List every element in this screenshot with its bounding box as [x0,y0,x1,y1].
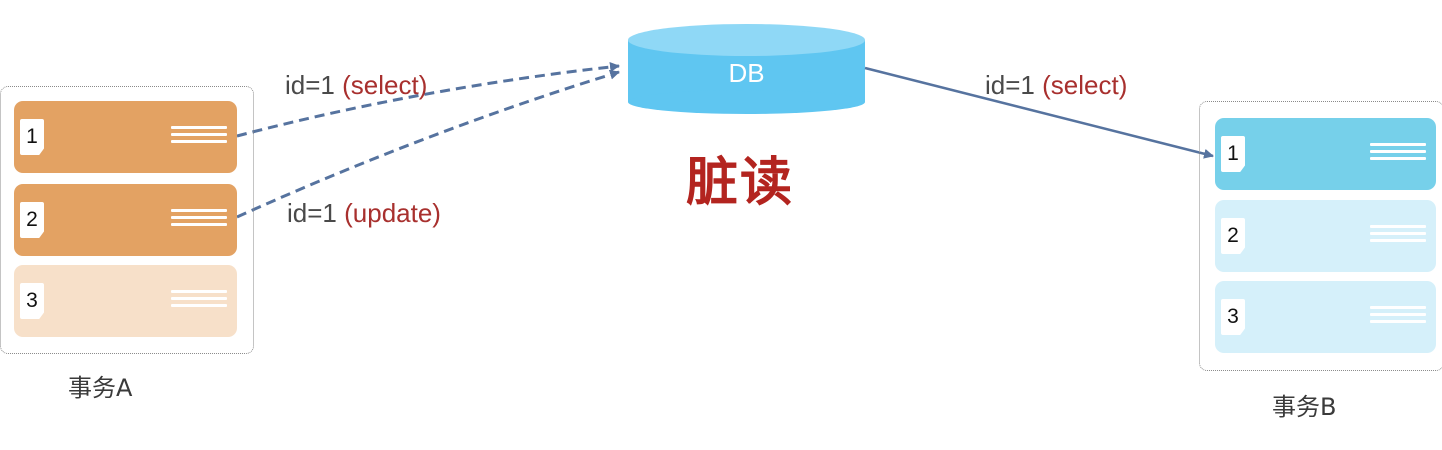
edge-operation-text: (select) [342,70,428,100]
edge-operation-text: (select) [1042,70,1128,100]
transaction-a-row-1: 1 [14,101,237,173]
lines-icon [171,126,227,148]
edge-key-text: id=1 [985,70,1035,100]
lines-icon [171,290,227,312]
transaction-b-row-3: 3 [1215,281,1436,353]
lines-icon [1370,143,1426,165]
lines-icon [1370,306,1426,328]
row-number-badge: 2 [20,202,44,238]
transaction-a-row-3: 3 [14,265,237,337]
edge-key-text: id=1 [287,198,337,228]
row-number-badge: 1 [20,119,44,155]
edge-key-text: id=1 [285,70,335,100]
edge-operation-text: (update) [344,198,441,228]
transaction-a-row-2: 2 [14,184,237,256]
transaction-b-box [1199,101,1442,371]
lines-icon [1370,225,1426,247]
row-number-badge: 3 [20,283,44,319]
transaction-a-box [0,86,254,354]
row-number-badge: 2 [1221,218,1245,254]
edge-label-select-b: id=1 (select) [985,70,1127,101]
database-label: DB [728,58,765,88]
transaction-a-label: 事务A [68,374,133,402]
transaction-b-row-2: 2 [1215,200,1436,272]
transaction-b-row-1: 1 [1215,118,1436,190]
edge-label-select-a: id=1 (select) [285,70,427,101]
lines-icon [171,209,227,231]
row-number-badge: 1 [1221,136,1245,172]
diagram-title: 脏读 [686,153,795,213]
edge-label-update-a: id=1 (update) [287,198,441,229]
transaction-b-label: 事务B [1272,393,1337,421]
row-number-badge: 3 [1221,299,1245,335]
